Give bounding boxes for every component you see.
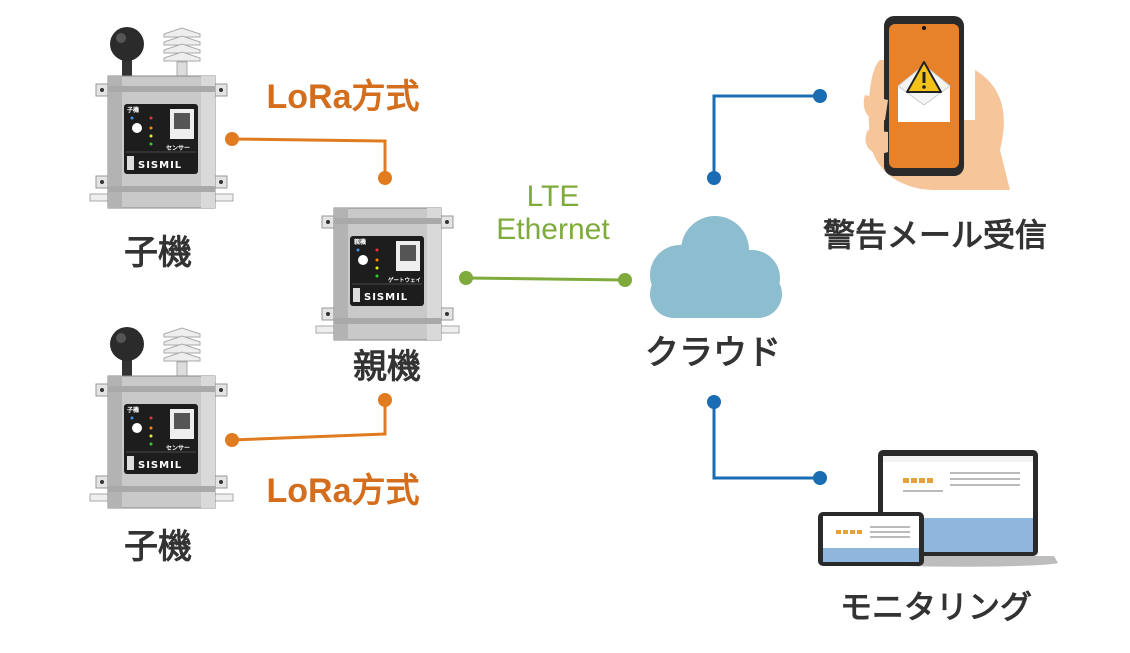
radiation-shield-icon — [163, 27, 201, 77]
connector-dot — [618, 273, 632, 287]
cloud-monitoring-link — [712, 402, 820, 480]
connector-dot — [707, 395, 721, 409]
connector-dot — [459, 271, 473, 285]
child-device-label-2: 子機 — [124, 527, 192, 567]
lora-link-bottom — [231, 400, 387, 442]
svg-text:親機: 親機 — [354, 238, 366, 246]
child-device-1: 子機 センサー SISMIL — [89, 27, 234, 209]
connector-dot — [378, 393, 392, 407]
gateway-badge: ゲートウェイ — [388, 276, 421, 284]
child-device-label-1: 子機 — [124, 233, 192, 273]
laptop-tablet-dashboard-icon — [818, 450, 1058, 567]
brand-logo: SISMIL — [364, 292, 408, 303]
lte-label: LTE — [527, 180, 580, 213]
svg-text:子機: 子機 — [127, 106, 139, 114]
monitoring-label: モニタリング — [840, 588, 1032, 626]
child-device-2: 子機 センサー SISMIL — [89, 327, 234, 509]
smartphone-warning-mail-icon — [863, 16, 1010, 190]
ethernet-label: Ethernet — [496, 213, 610, 246]
cloud-icon — [650, 216, 782, 318]
brand-logo: SISMIL — [138, 160, 182, 171]
connector-dot — [813, 471, 827, 485]
lora-label-bottom: LoRa方式 — [267, 472, 420, 510]
brand-logo: SISMIL — [138, 460, 182, 471]
connector-dot — [378, 171, 392, 185]
parent-device: 親機 ゲートウェイ SISMIL — [315, 207, 460, 341]
lora-link-top — [231, 137, 387, 178]
alert-label: 警告メール受信 — [823, 216, 1047, 254]
sensor-badge: センサー — [166, 145, 190, 152]
lora-label-top: LoRa方式 — [267, 78, 420, 116]
lte-link — [465, 276, 626, 282]
connector-dot — [225, 132, 239, 146]
svg-text:子機: 子機 — [127, 406, 139, 414]
connector-dot — [813, 89, 827, 103]
connector-dot — [225, 433, 239, 447]
cloud-label: クラウド — [645, 333, 781, 373]
radiation-shield-icon — [163, 327, 201, 377]
parent-device-label: 親機 — [353, 347, 421, 387]
connector-dot — [707, 171, 721, 185]
cloud-alert-link — [712, 94, 820, 178]
sensor-badge: センサー — [166, 445, 190, 452]
